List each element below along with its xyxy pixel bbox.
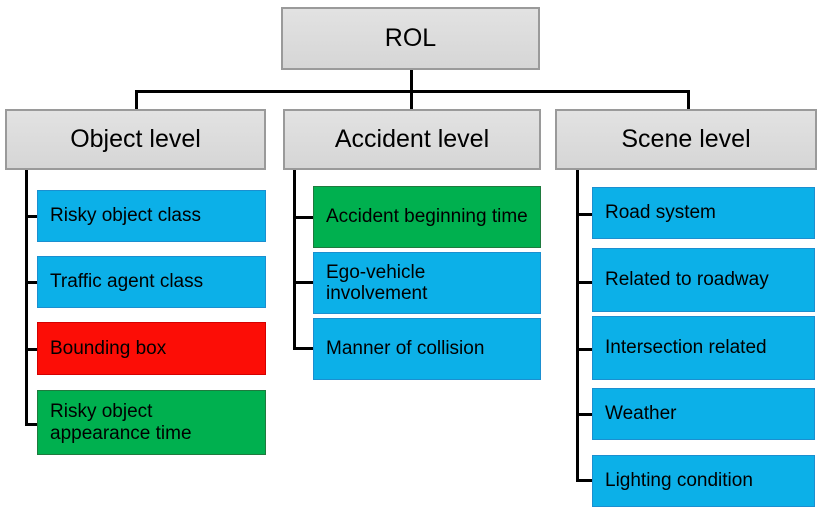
connector-scene-item-2: [576, 281, 593, 284]
connector-accident-item-3: [293, 347, 314, 350]
connector-object-item-1: [25, 215, 39, 218]
leaf-related-to-roadway-label: Related to roadway: [605, 269, 769, 291]
leaf-risky-object-appearance-time-label: Risky object appearance time: [50, 401, 192, 444]
node-accident-level-label: Accident level: [334, 124, 490, 153]
connector-scene-spine: [576, 170, 579, 482]
connector-object-item-3: [25, 348, 39, 351]
connector-to-object-level: [135, 90, 138, 110]
node-root: ROL: [281, 7, 540, 70]
node-object-level-label: Object level: [70, 124, 201, 153]
leaf-ego-vehicle-involvement[interactable]: Ego-vehicle involvement: [313, 252, 541, 314]
leaf-weather-label: Weather: [605, 403, 677, 425]
connector-object-item-2: [25, 281, 39, 284]
leaf-related-to-roadway[interactable]: Related to roadway: [592, 248, 815, 312]
node-accident-level: Accident level: [283, 109, 541, 170]
leaf-road-system-label: Road system: [605, 202, 716, 224]
connector-object-spine: [25, 170, 28, 426]
connector-accident-item-1: [293, 216, 314, 219]
connector-scene-item-3: [576, 348, 593, 351]
node-object-level: Object level: [5, 109, 266, 170]
leaf-manner-of-collision-label: Manner of collision: [326, 338, 485, 360]
connector-scene-item-4: [576, 413, 593, 416]
leaf-risky-object-appearance-time[interactable]: Risky object appearance time: [37, 390, 266, 455]
leaf-lighting-condition-label: Lighting condition: [605, 470, 753, 492]
node-root-label: ROL: [384, 23, 437, 52]
leaf-manner-of-collision[interactable]: Manner of collision: [313, 318, 541, 380]
connector-to-scene-level: [687, 90, 690, 110]
leaf-road-system[interactable]: Road system: [592, 187, 815, 239]
node-scene-level: Scene level: [555, 109, 817, 170]
connector-scene-item-5: [576, 479, 593, 482]
leaf-risky-object-class-label: Risky object class: [50, 205, 201, 227]
leaf-intersection-related-label: Intersection related: [605, 337, 767, 359]
leaf-traffic-agent-class[interactable]: Traffic agent class: [37, 256, 266, 308]
connector-accident-item-2: [293, 281, 314, 284]
leaf-traffic-agent-class-label: Traffic agent class: [50, 271, 204, 293]
leaf-lighting-condition[interactable]: Lighting condition: [592, 455, 815, 507]
node-scene-level-label: Scene level: [621, 124, 751, 153]
leaf-bounding-box-label: Bounding box: [50, 337, 167, 359]
leaf-accident-beginning-time[interactable]: Accident beginning time: [313, 186, 541, 248]
connector-to-accident-level: [410, 90, 413, 110]
connector-object-item-4: [25, 423, 39, 426]
connector-root-stem: [410, 70, 413, 92]
leaf-accident-beginning-time-label: Accident beginning time: [326, 206, 528, 228]
leaf-risky-object-class[interactable]: Risky object class: [37, 190, 266, 242]
connector-scene-item-1: [576, 213, 593, 216]
leaf-weather[interactable]: Weather: [592, 388, 815, 440]
leaf-ego-vehicle-involvement-label: Ego-vehicle involvement: [326, 261, 428, 304]
leaf-bounding-box[interactable]: Bounding box: [37, 322, 266, 375]
connector-accident-spine: [293, 170, 296, 350]
leaf-intersection-related[interactable]: Intersection related: [592, 316, 815, 380]
